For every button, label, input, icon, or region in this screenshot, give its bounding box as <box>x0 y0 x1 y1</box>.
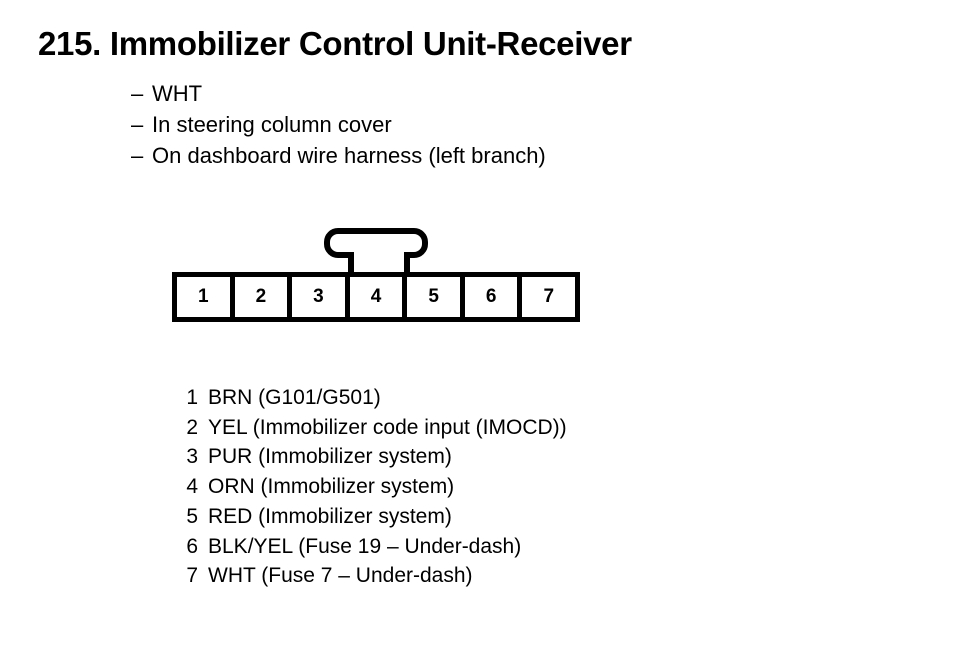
legend-pin-description: YEL (Immobilizer code input (IMOCD)) <box>208 415 567 439</box>
legend-pin-description: WHT (Fuse 7 – Under-dash) <box>208 564 473 588</box>
legend-pin-description: BRN (G101/G501) <box>208 386 381 409</box>
legend-pin-description: PUR (Immobilizer system) <box>208 445 452 469</box>
legend-pin-number: 6 <box>186 534 198 558</box>
legend-pin-number: 4 <box>186 475 198 499</box>
notes-list: – WHT – In steering column cover – On da… <box>131 78 546 171</box>
dash-bullet-icon: – <box>131 81 144 106</box>
page-title: 215. Immobilizer Control Unit-Receiver <box>38 25 632 62</box>
note-line: – In steering column cover <box>131 109 546 140</box>
note-text: In steering column cover <box>152 112 392 137</box>
legend-pin-number: 1 <box>186 386 198 409</box>
connector-pin-row: 1 2 3 4 5 6 7 <box>172 272 580 322</box>
note-line: – On dashboard wire harness (left branch… <box>131 140 546 171</box>
legend-pin-description: ORN (Immobilizer system) <box>208 475 455 499</box>
legend-row: 2 YEL (Immobilizer code input (IMOCD)) <box>178 413 567 443</box>
legend-pin-number: 2 <box>186 415 198 439</box>
legend-row: 6 BLK/YEL (Fuse 19 – Under-dash) <box>178 532 567 562</box>
legend-pin-number: 7 <box>186 564 198 588</box>
dash-bullet-icon: – <box>131 143 144 168</box>
legend-pin-number: 5 <box>186 504 198 528</box>
connector-pin-4: 4 <box>349 277 403 317</box>
connector-pin-6: 6 <box>464 277 518 317</box>
legend-row: 5 RED (Immobilizer system) <box>178 502 567 532</box>
legend-row: 4 ORN (Immobilizer system) <box>178 472 567 502</box>
legend-pin-number: 3 <box>186 445 198 469</box>
legend-pin-description: RED (Immobilizer system) <box>208 504 452 528</box>
connector-pin-1: 1 <box>177 277 230 317</box>
note-text: WHT <box>152 81 203 106</box>
note-text: On dashboard wire harness (left branch) <box>152 143 546 168</box>
legend-row: 7 WHT (Fuse 7 – Under-dash) <box>178 561 567 591</box>
connector-pin-5: 5 <box>407 277 460 317</box>
locking-tab-notch <box>354 252 404 264</box>
connector-diagram: 1 2 3 4 5 6 7 <box>172 228 592 328</box>
connector-pin-7: 7 <box>522 277 576 317</box>
legend-row: 3 PUR (Immobilizer system) <box>178 442 567 472</box>
locking-tab-neck-left <box>348 256 354 278</box>
dash-bullet-icon: – <box>131 112 144 137</box>
connector-pin-3: 3 <box>292 277 345 317</box>
connector-pin-2: 2 <box>234 277 288 317</box>
locking-tab-neck-right <box>404 256 410 278</box>
note-line: – WHT <box>131 78 546 109</box>
legend-pin-description: BLK/YEL (Fuse 19 – Under-dash) <box>208 534 522 558</box>
legend-row: 1 BRN (G101/G501) <box>178 383 567 413</box>
pin-legend: 1 BRN (G101/G501) 2 YEL (Immobilizer cod… <box>178 383 567 591</box>
